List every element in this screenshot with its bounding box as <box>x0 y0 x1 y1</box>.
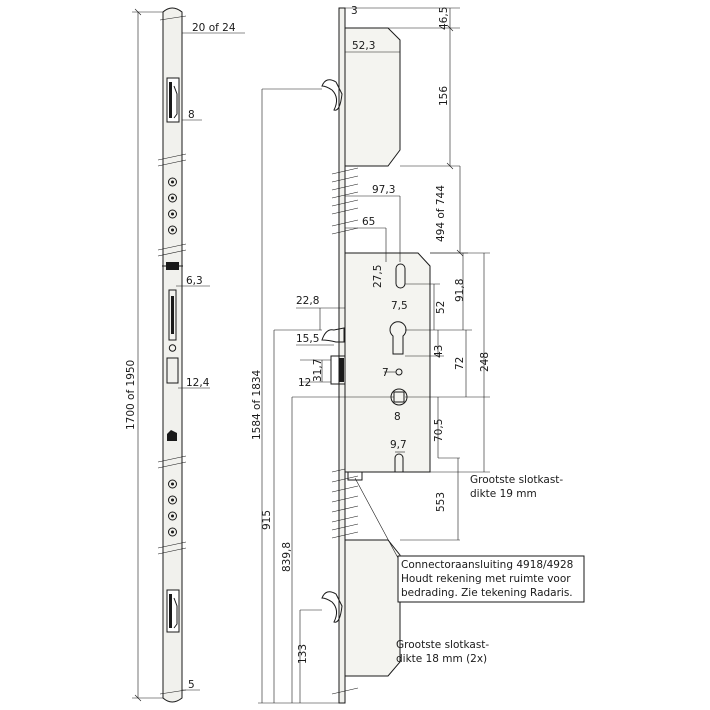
dim-bottom-offset: 5 <box>188 679 195 691</box>
dim-spindle-8: 8 <box>394 411 401 423</box>
dim-bolt-width: 6,3 <box>186 275 203 287</box>
dim-plate-offset: 3 <box>351 5 358 17</box>
front-view-strip <box>157 7 187 703</box>
dim-cyl-43: 43 <box>433 345 445 358</box>
dim-latch-12: 12 <box>298 377 311 389</box>
dim-133: 133 <box>297 644 309 664</box>
note-connector-1: Connectoraansluiting 4918/4928 <box>401 559 573 571</box>
dim-553: 553 <box>435 492 447 512</box>
dim-cyl-91: 91,8 <box>454 279 466 302</box>
dim-latch-31: 31,7 <box>312 359 324 382</box>
dim-latch-width: 12,4 <box>186 377 210 389</box>
note-connector-3: bedrading. Zie tekening Radaris. <box>401 587 573 599</box>
dim-839: 839,8 <box>281 542 293 572</box>
dim-case-depth-65: 65 <box>362 216 375 228</box>
dim-lever-22: 22,8 <box>296 295 319 307</box>
side-view <box>321 7 431 704</box>
dim-248: 248 <box>479 352 491 372</box>
dim-slot-top-offset: 8 <box>188 109 195 121</box>
connector-callout: Connectoraansluiting 4918/4928 Houdt rek… <box>354 477 585 603</box>
dim-strip-width: 20 of 24 <box>192 22 236 34</box>
dim-lever-15: 15,5 <box>296 333 319 345</box>
dim-hook-height: 156 <box>438 86 450 106</box>
dim-total-length: 1700 of 1950 <box>125 360 137 430</box>
dim-slot-width: 7,5 <box>391 300 408 312</box>
note-case-thickness-2: dikte 19 mm <box>470 488 537 500</box>
side-view-dim-lines <box>258 7 490 704</box>
dim-top-to-case: 494 of 744 <box>435 185 447 242</box>
dim-cyl-52: 52 <box>435 301 447 314</box>
note-connector-2: Houdt rekening met ruimte voor <box>401 573 571 585</box>
dim-hook-depth: 52,3 <box>352 40 375 52</box>
lower-screws <box>168 479 177 537</box>
dim-slot-height: 27,5 <box>372 265 384 288</box>
dim-9: 9,7 <box>390 439 407 451</box>
dim-72: 72 <box>454 357 466 370</box>
dim-915: 915 <box>261 510 273 530</box>
dim-spindle-7: 7 <box>382 367 389 379</box>
dim-70: 70,5 <box>433 419 445 442</box>
note-hook-thickness-1: Grootste slotkast- <box>396 639 489 651</box>
front-view-dim-lines <box>132 8 245 702</box>
dim-top-dist: 46,5 <box>438 7 450 30</box>
dim-case-depth-97: 97,3 <box>372 184 395 196</box>
note-case-thickness-1: Grootste slotkast- <box>470 474 563 486</box>
note-hook-thickness-2: dikte 18 mm (2x) <box>396 653 487 665</box>
dim-1584: 1584 of 1834 <box>251 369 263 440</box>
upper-screws <box>168 177 177 235</box>
